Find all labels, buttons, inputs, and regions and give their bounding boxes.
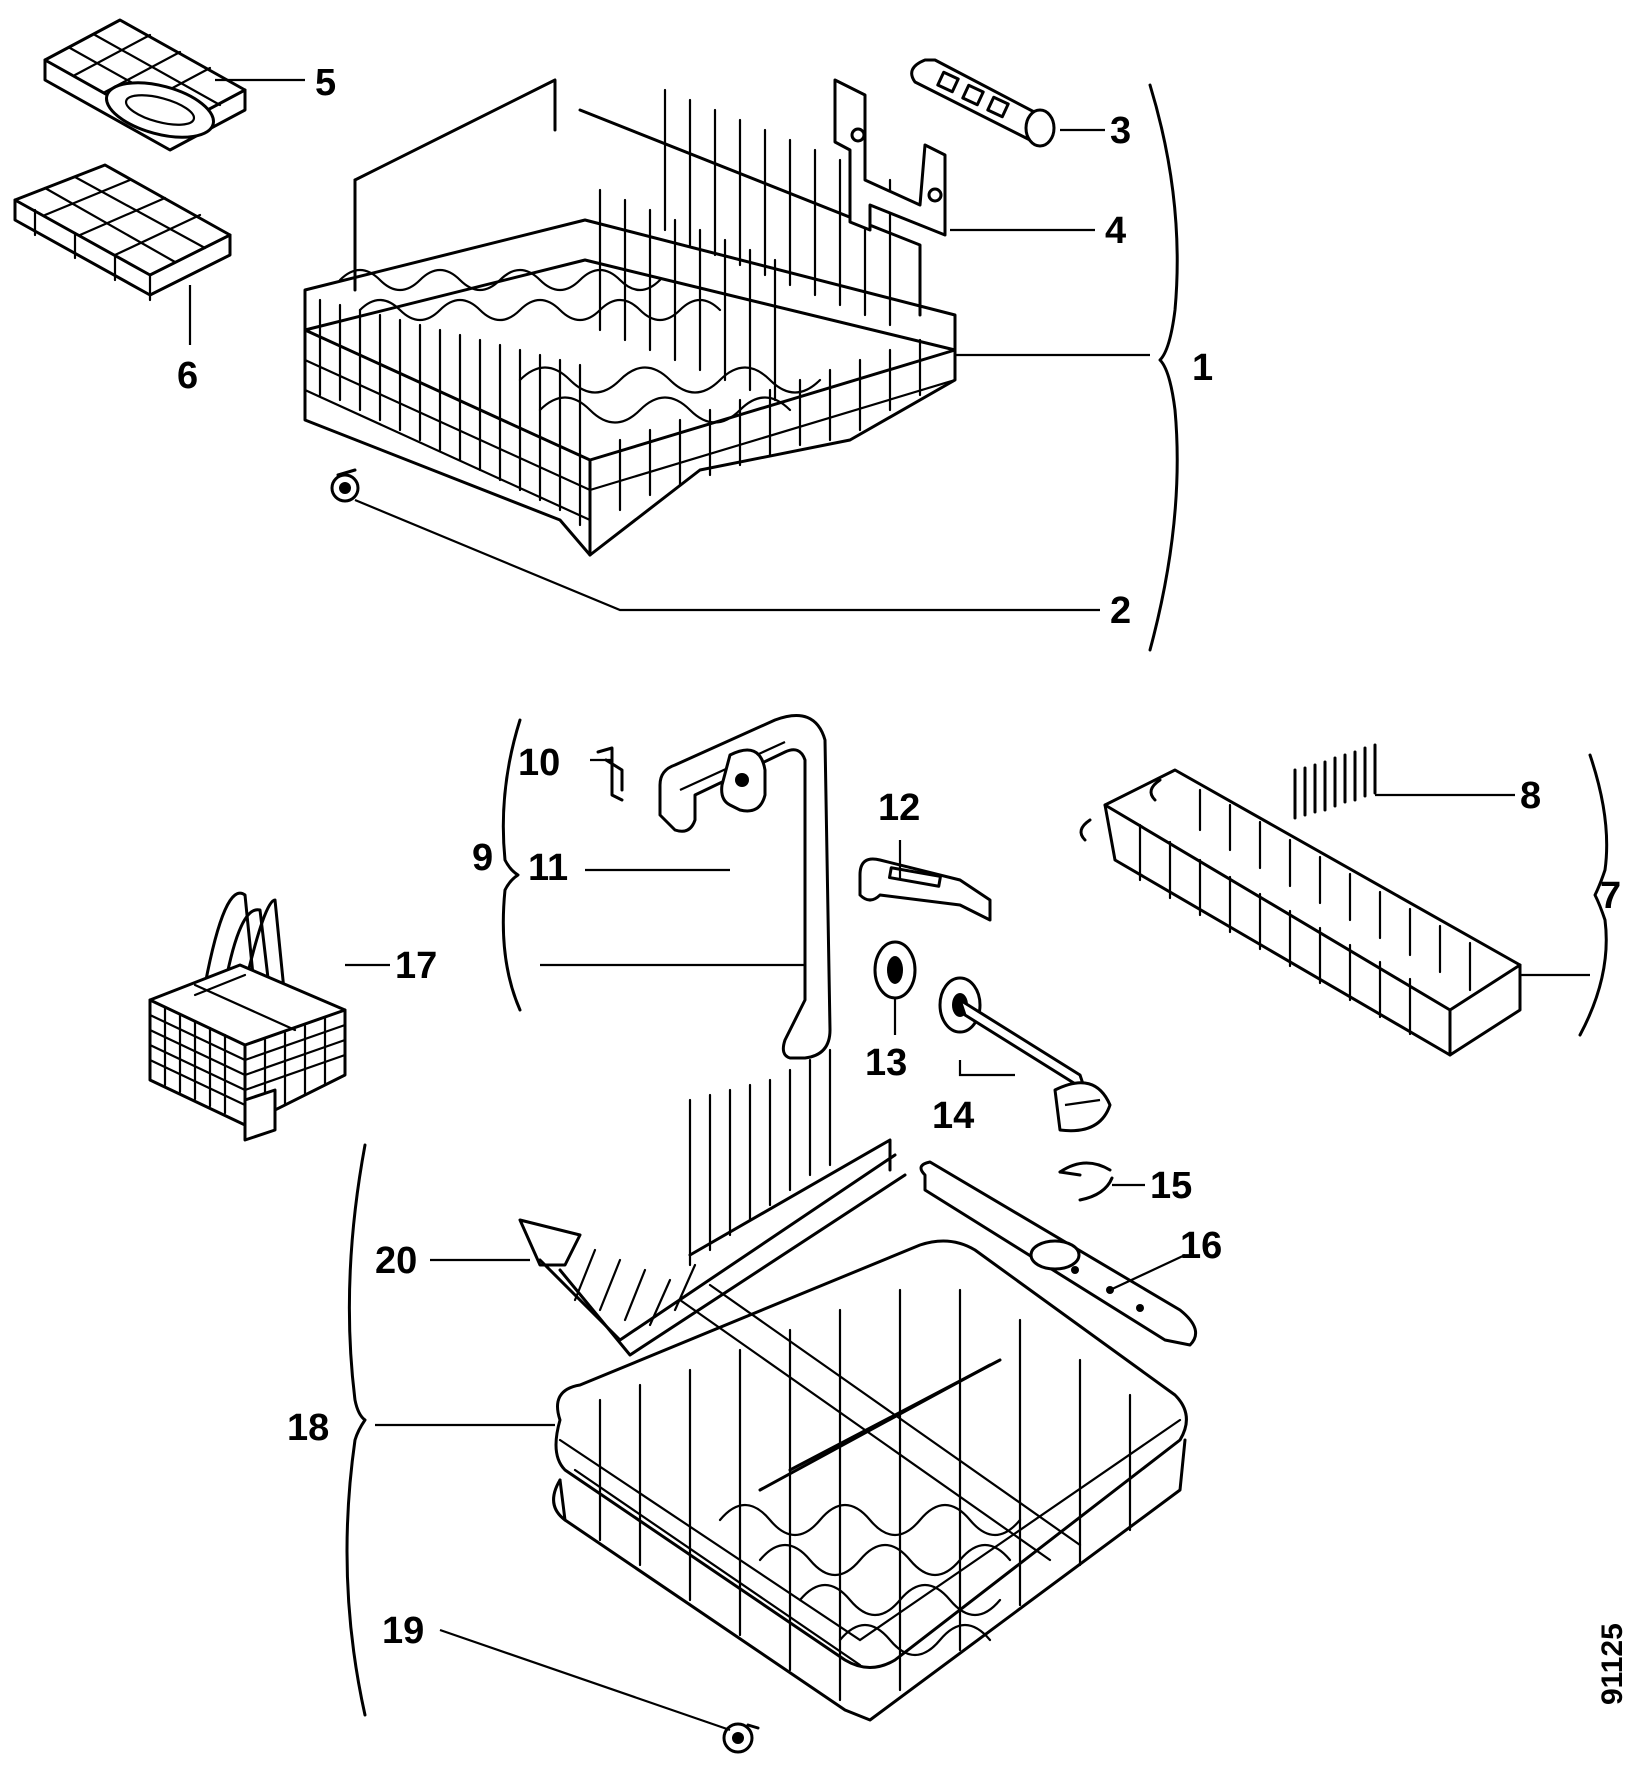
callout-8: 8	[1520, 775, 1541, 817]
callout-11: 11	[528, 847, 568, 889]
callout-labels: 1 2 3 4 5 6 7 8 9 10 11 12 13 14 15 16 1…	[177, 62, 1629, 1705]
callout-2: 2	[1110, 590, 1131, 632]
callout-12: 12	[878, 787, 920, 829]
callout-16: 16	[1180, 1225, 1222, 1267]
spray-pipe-clip	[596, 746, 624, 802]
callout-1: 1	[1192, 347, 1213, 389]
callout-4: 4	[1105, 210, 1126, 252]
callout-19: 19	[382, 1610, 424, 1652]
callout-5: 5	[315, 62, 336, 104]
callout-9: 9	[472, 837, 493, 879]
fold-down-rack	[518, 1048, 907, 1357]
cutlery-comb	[1293, 743, 1377, 820]
cutlery-basket	[148, 891, 347, 1142]
callout-13: 13	[865, 1042, 907, 1084]
seal-plate	[720, 748, 767, 813]
callout-3: 3	[1110, 110, 1131, 152]
rail-bracket-plate	[910, 58, 1056, 148]
callout-18: 18	[287, 1407, 329, 1449]
brace-part-1	[1148, 83, 1179, 652]
cutlery-rack	[1079, 768, 1522, 1057]
seal-ring	[873, 940, 917, 1000]
callout-6: 6	[177, 355, 198, 397]
callout-7: 7	[1600, 875, 1621, 917]
lower-spray-arm	[919, 1160, 1198, 1347]
callout-10: 10	[518, 742, 560, 784]
brace-part-18	[345, 1143, 367, 1717]
rail-bracket	[833, 78, 947, 237]
cup-shelf	[13, 163, 232, 302]
lower-basket	[552, 1239, 1188, 1722]
brace-part-9	[501, 718, 522, 1012]
callout-20: 20	[375, 1240, 417, 1282]
callout-15: 15	[1150, 1165, 1192, 1207]
brace-part-7	[1578, 753, 1609, 1037]
upper-spray-arm-tube	[938, 976, 1112, 1133]
lower-basket-wheel	[722, 1722, 760, 1754]
leader-lines	[188, 78, 1590, 1732]
callout-14: 14	[932, 1095, 974, 1137]
cup-shelf-insert	[43, 18, 247, 152]
upper-basket-wheel	[330, 468, 360, 503]
callout-17: 17	[395, 945, 437, 987]
spray-arm-bracket	[858, 857, 992, 922]
upper-basket	[303, 78, 957, 557]
retaining-clip	[1058, 1161, 1114, 1202]
drawing-code: 91125	[1596, 1623, 1629, 1705]
